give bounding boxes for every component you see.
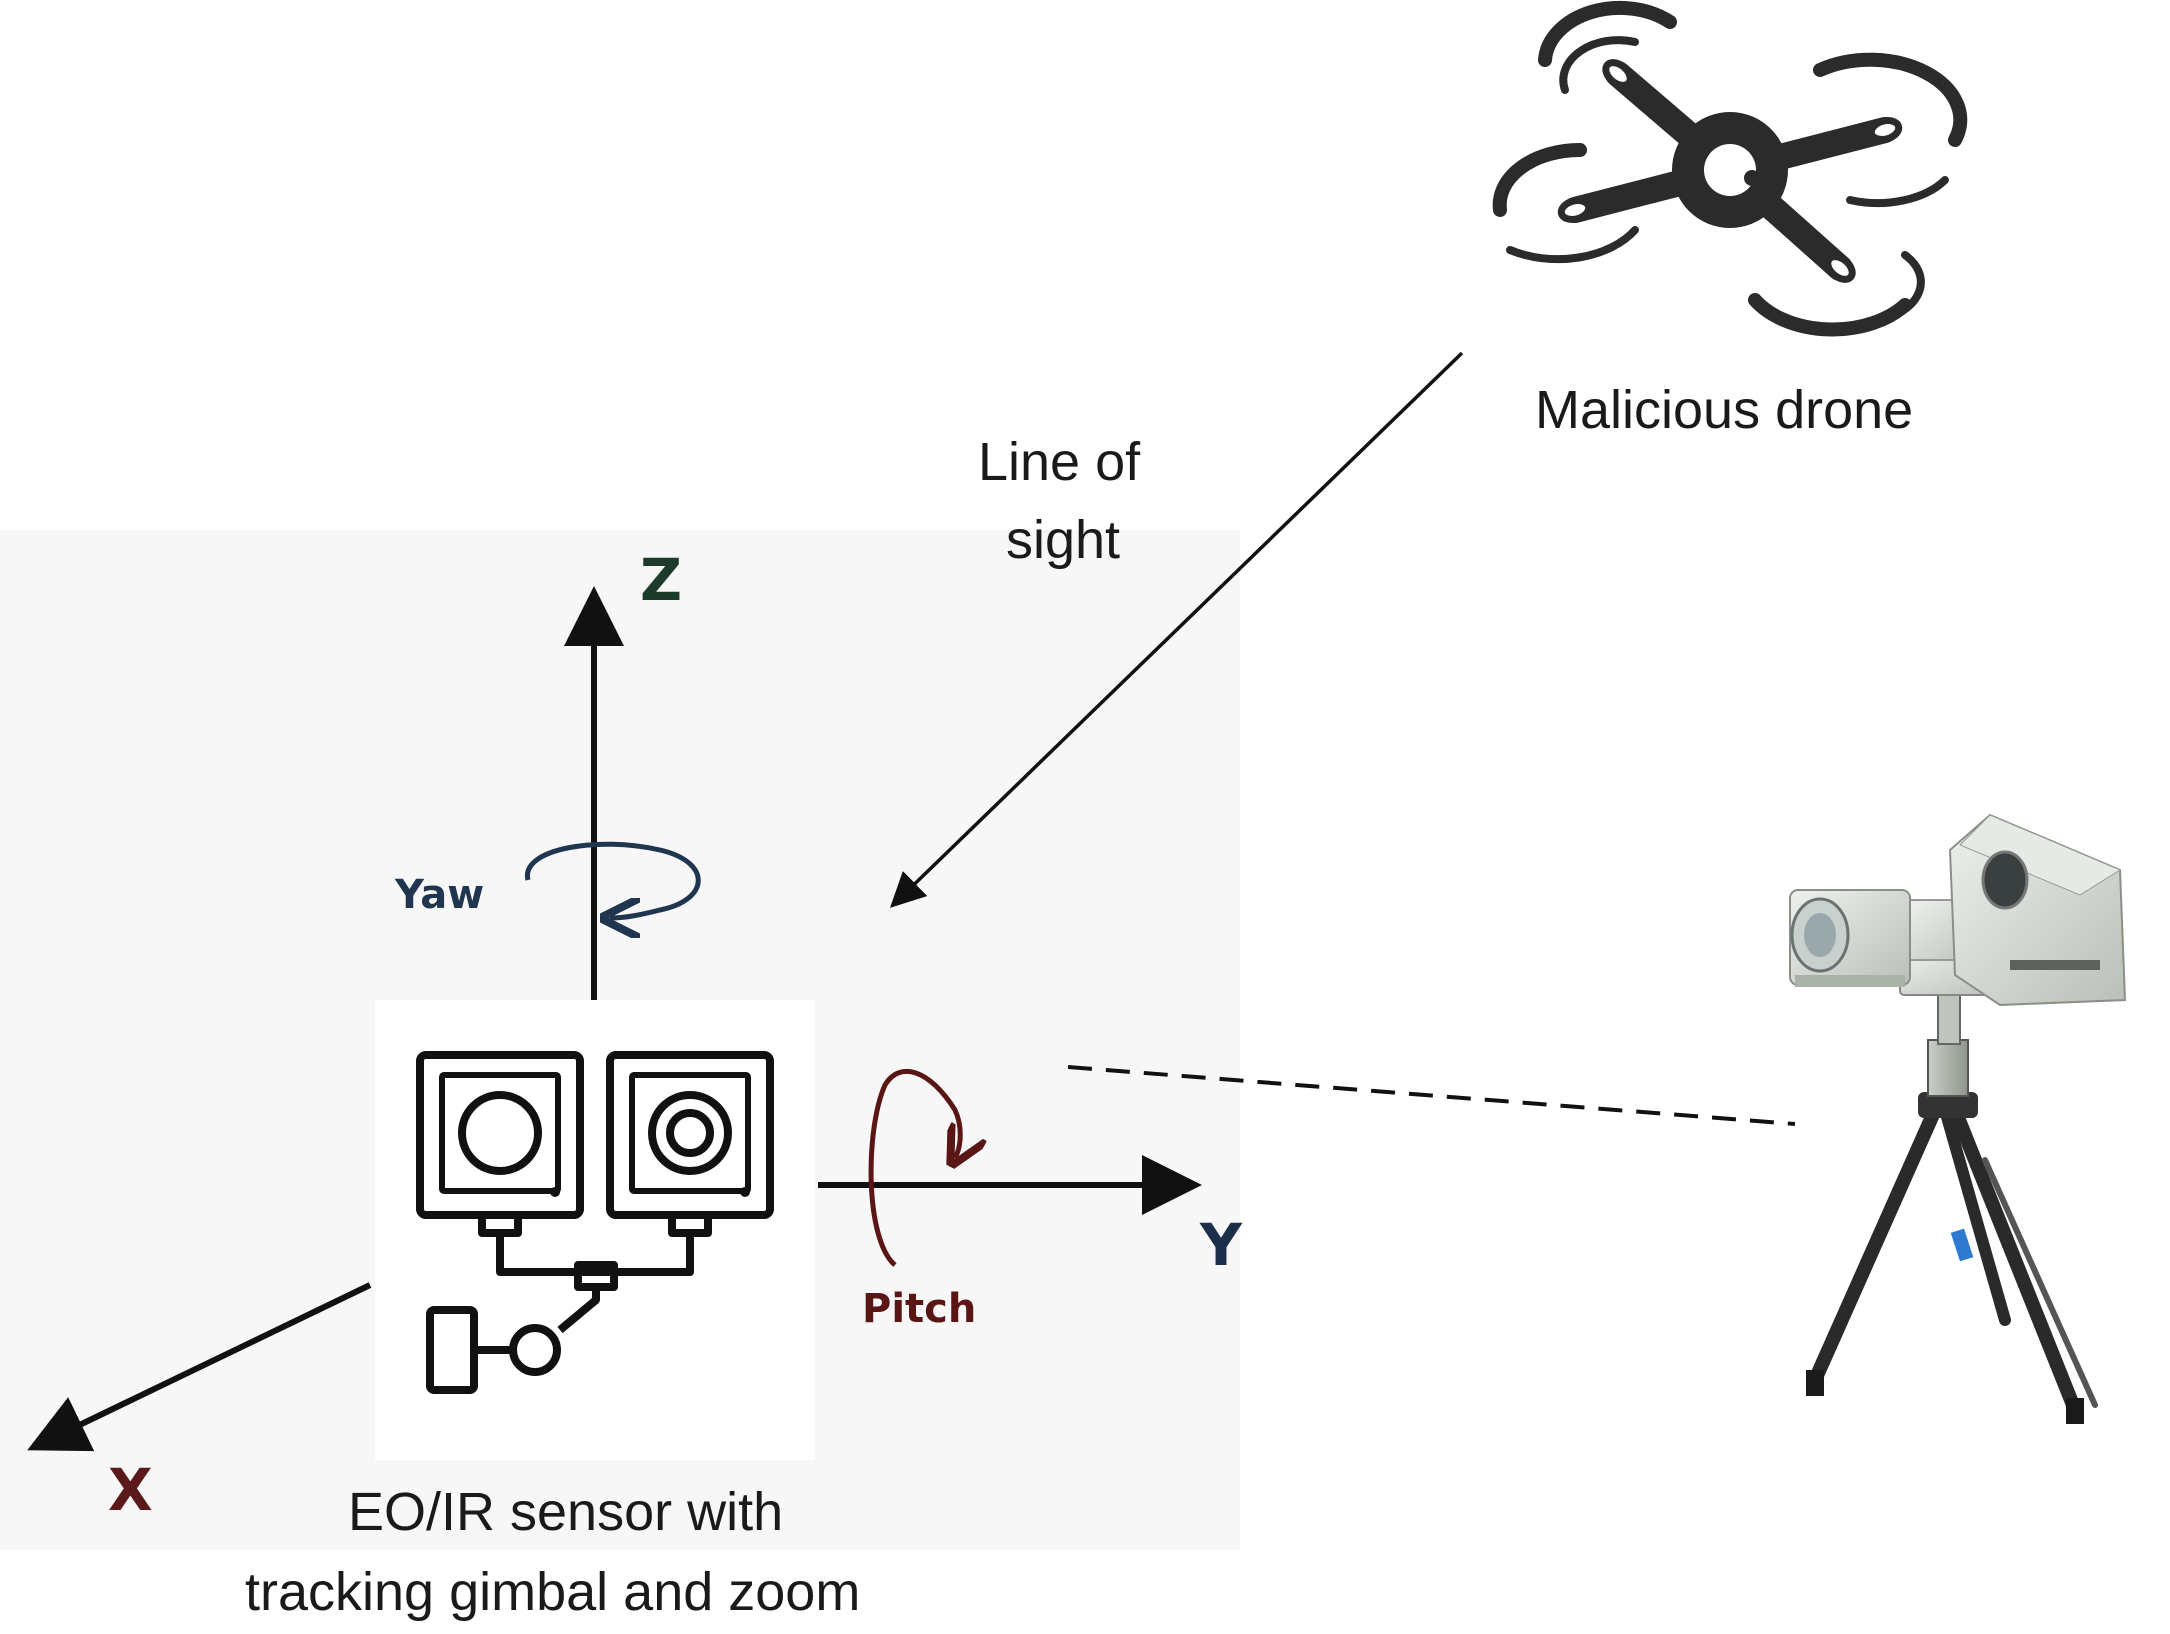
yaw-rotation-arrow bbox=[525, 841, 701, 918]
x-axis-label: X bbox=[108, 1456, 153, 1524]
tripod-eo-ir-camera bbox=[1789, 813, 2127, 1424]
drone-label: Malicious drone bbox=[1535, 380, 1913, 440]
pitch-rotation-arrow bbox=[868, 1068, 960, 1267]
sensor-label-line1: EO/IR sensor with bbox=[348, 1482, 783, 1542]
yaw-label: Yaw bbox=[394, 872, 484, 918]
y-axis-label: Y bbox=[1199, 1211, 1243, 1279]
pitch-label: Pitch bbox=[862, 1286, 976, 1332]
dashed-pointer-line bbox=[1067, 1065, 1796, 1126]
quadcopter-icon bbox=[1492, 0, 1968, 337]
sensor-label-line2: tracking gimbal and zoom bbox=[245, 1562, 860, 1622]
dual-camera-gimbal-icon bbox=[416, 1051, 774, 1394]
z-axis-label: Z bbox=[640, 546, 682, 614]
line-of-sight-arrow bbox=[889, 351, 1464, 908]
line-of-sight-label-line1: Line of bbox=[978, 432, 1141, 492]
x-axis bbox=[27, 1282, 372, 1452]
line-of-sight-label-line2: sight bbox=[1006, 510, 1120, 570]
